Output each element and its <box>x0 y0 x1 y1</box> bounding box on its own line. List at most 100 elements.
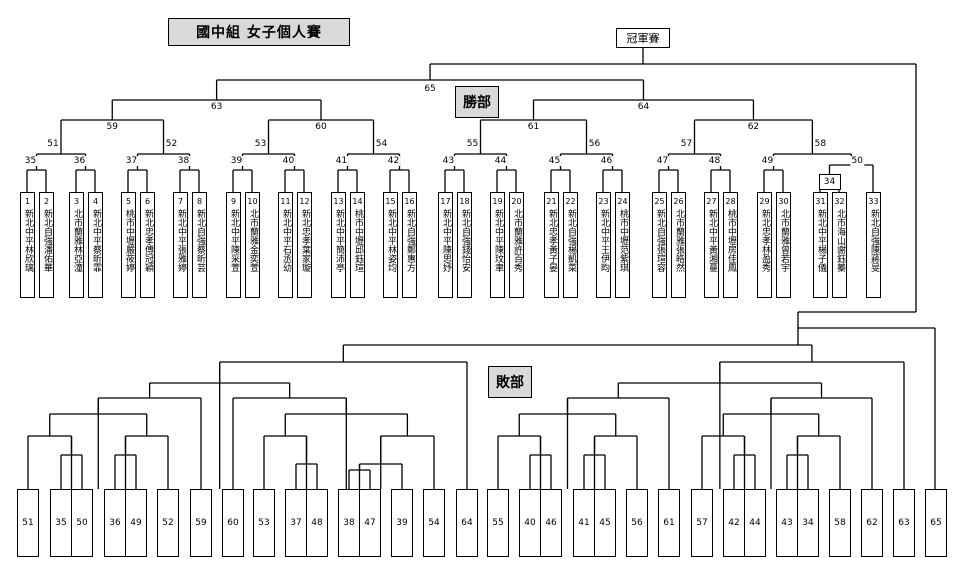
winners-bracket-label: 勝部 <box>455 86 499 118</box>
match-number: 62 <box>746 122 761 132</box>
match-number: 63 <box>209 102 224 112</box>
match-number: 37 <box>124 156 139 166</box>
page-title: 國中組 女子個人賽 <box>168 18 350 46</box>
match-number: 44 <box>493 156 508 166</box>
player-seed: 17 <box>440 197 451 206</box>
player-seed: 22 <box>565 197 576 206</box>
player-name: 新北中平陳玟聿 <box>493 209 503 272</box>
loser-entry: 55 <box>487 489 509 557</box>
loser-entry: 45 <box>594 489 616 557</box>
player-seed: 33 <box>868 197 879 206</box>
final-match-label: 冠軍賽 <box>616 28 670 48</box>
match-number: 54 <box>374 139 389 149</box>
player-name: 新北中平陳采萱 <box>229 209 239 272</box>
player-seed: 25 <box>654 197 665 206</box>
loser-entry: 40 <box>519 489 541 557</box>
match-number: 43 <box>441 156 456 166</box>
player-name: 新北自強潘佑華 <box>42 209 52 272</box>
player-seed: 32 <box>834 197 845 206</box>
loser-entry: 53 <box>253 489 275 557</box>
player-name: 新北中平林欣璃 <box>23 209 33 272</box>
match-number: 53 <box>253 139 268 149</box>
loser-entry: 41 <box>573 489 595 557</box>
loser-entry: 61 <box>658 489 680 557</box>
player-seed: 4 <box>92 197 99 206</box>
player-name: 北市海山謝鈺蓁 <box>835 209 845 272</box>
loser-entry: 63 <box>893 489 915 557</box>
match-number: 36 <box>72 156 87 166</box>
player-name: 新北自強張瑄容 <box>655 209 665 272</box>
player-entry: 2 新北自強潘佑華 <box>39 192 54 298</box>
match-number: 60 <box>314 122 328 132</box>
player-entry: 8 新北自強蔡昕芸 <box>192 192 207 298</box>
loser-entry: 51 <box>17 489 39 557</box>
player-seed: 27 <box>706 197 717 206</box>
loser-entry: 36 <box>104 489 126 557</box>
match-number: 40 <box>281 156 296 166</box>
player-seed: 24 <box>617 197 628 206</box>
match-number: 61 <box>526 122 541 132</box>
player-name: 北市蘭雅曾若宇 <box>779 209 789 272</box>
loser-entry: 34 <box>797 489 819 557</box>
player-name: 新北忠孝林盈秀 <box>760 209 770 272</box>
loser-entry: 54 <box>423 489 445 557</box>
player-seed: 21 <box>546 197 557 206</box>
player-name: 新北忠孝葉家璇 <box>300 209 310 272</box>
match-number: 51 <box>46 139 60 149</box>
match-number: 45 <box>547 156 562 166</box>
loser-entry: 38 <box>338 489 360 557</box>
player-name: 新北自強錢怡安 <box>460 209 470 272</box>
player-name: 桃市中壢邱鈺瑄 <box>353 209 363 272</box>
loser-entry: 35 <box>50 489 72 557</box>
loser-entry: 60 <box>222 489 244 557</box>
match-number: 52 <box>164 139 179 149</box>
loser-entry: 39 <box>391 489 413 557</box>
loser-entry: 59 <box>190 489 212 557</box>
player-entry: 14 桃市中壢邱鈺瑄 <box>350 192 365 298</box>
loser-entry: 44 <box>744 489 766 557</box>
player-entry: 18 新北自強錢怡安 <box>457 192 472 298</box>
player-seed: 1 <box>24 197 31 206</box>
player-name: 新北自強鄭惠方 <box>405 209 415 272</box>
player-seed: 8 <box>196 197 203 206</box>
player-seed: 14 <box>352 197 363 206</box>
match-number: 41 <box>334 156 349 166</box>
match-number: 49 <box>760 156 775 166</box>
match-number: 42 <box>386 156 401 166</box>
player-name: 新北中平張雅婷 <box>176 209 186 272</box>
player-entry: 1 新北中平林欣璃 <box>20 192 35 298</box>
losers-bracket-label: 敗部 <box>488 366 532 398</box>
player-seed: 20 <box>511 197 522 206</box>
player-name: 桃市中壢嚴莜婷 <box>124 209 134 272</box>
player-name: 新北自強蔡昕芸 <box>195 209 205 272</box>
player-seed: 2 <box>43 197 50 206</box>
loser-entry: 47 <box>359 489 381 557</box>
player-seed: 18 <box>459 197 470 206</box>
match-number: 55 <box>465 139 480 149</box>
player-seed: 26 <box>673 197 684 206</box>
match-number: 48 <box>707 156 722 166</box>
match-number: 65 <box>423 84 437 94</box>
loser-entry: 65 <box>925 489 947 557</box>
player-seed: 28 <box>725 197 736 206</box>
loser-entry: 62 <box>861 489 883 557</box>
player-seed: 9 <box>230 197 237 206</box>
